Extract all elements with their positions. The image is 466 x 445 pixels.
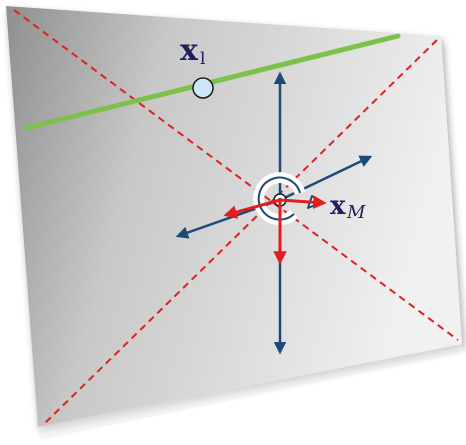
plane-reflection <box>38 344 462 440</box>
red-arrow-right <box>279 195 327 209</box>
svg-text:M: M <box>346 202 366 223</box>
diagonal-line-2 <box>43 39 438 425</box>
red-arrow-left <box>223 198 281 219</box>
svg-text:l: l <box>200 49 205 69</box>
line-point-marker <box>192 77 214 99</box>
diagonal-line-1 <box>13 9 459 341</box>
svg-text:x: x <box>330 191 346 221</box>
image-line <box>23 33 401 131</box>
svg-text:x: x <box>180 33 199 68</box>
line-point-label: x l <box>180 33 205 69</box>
center-point-label: x M <box>330 191 366 223</box>
